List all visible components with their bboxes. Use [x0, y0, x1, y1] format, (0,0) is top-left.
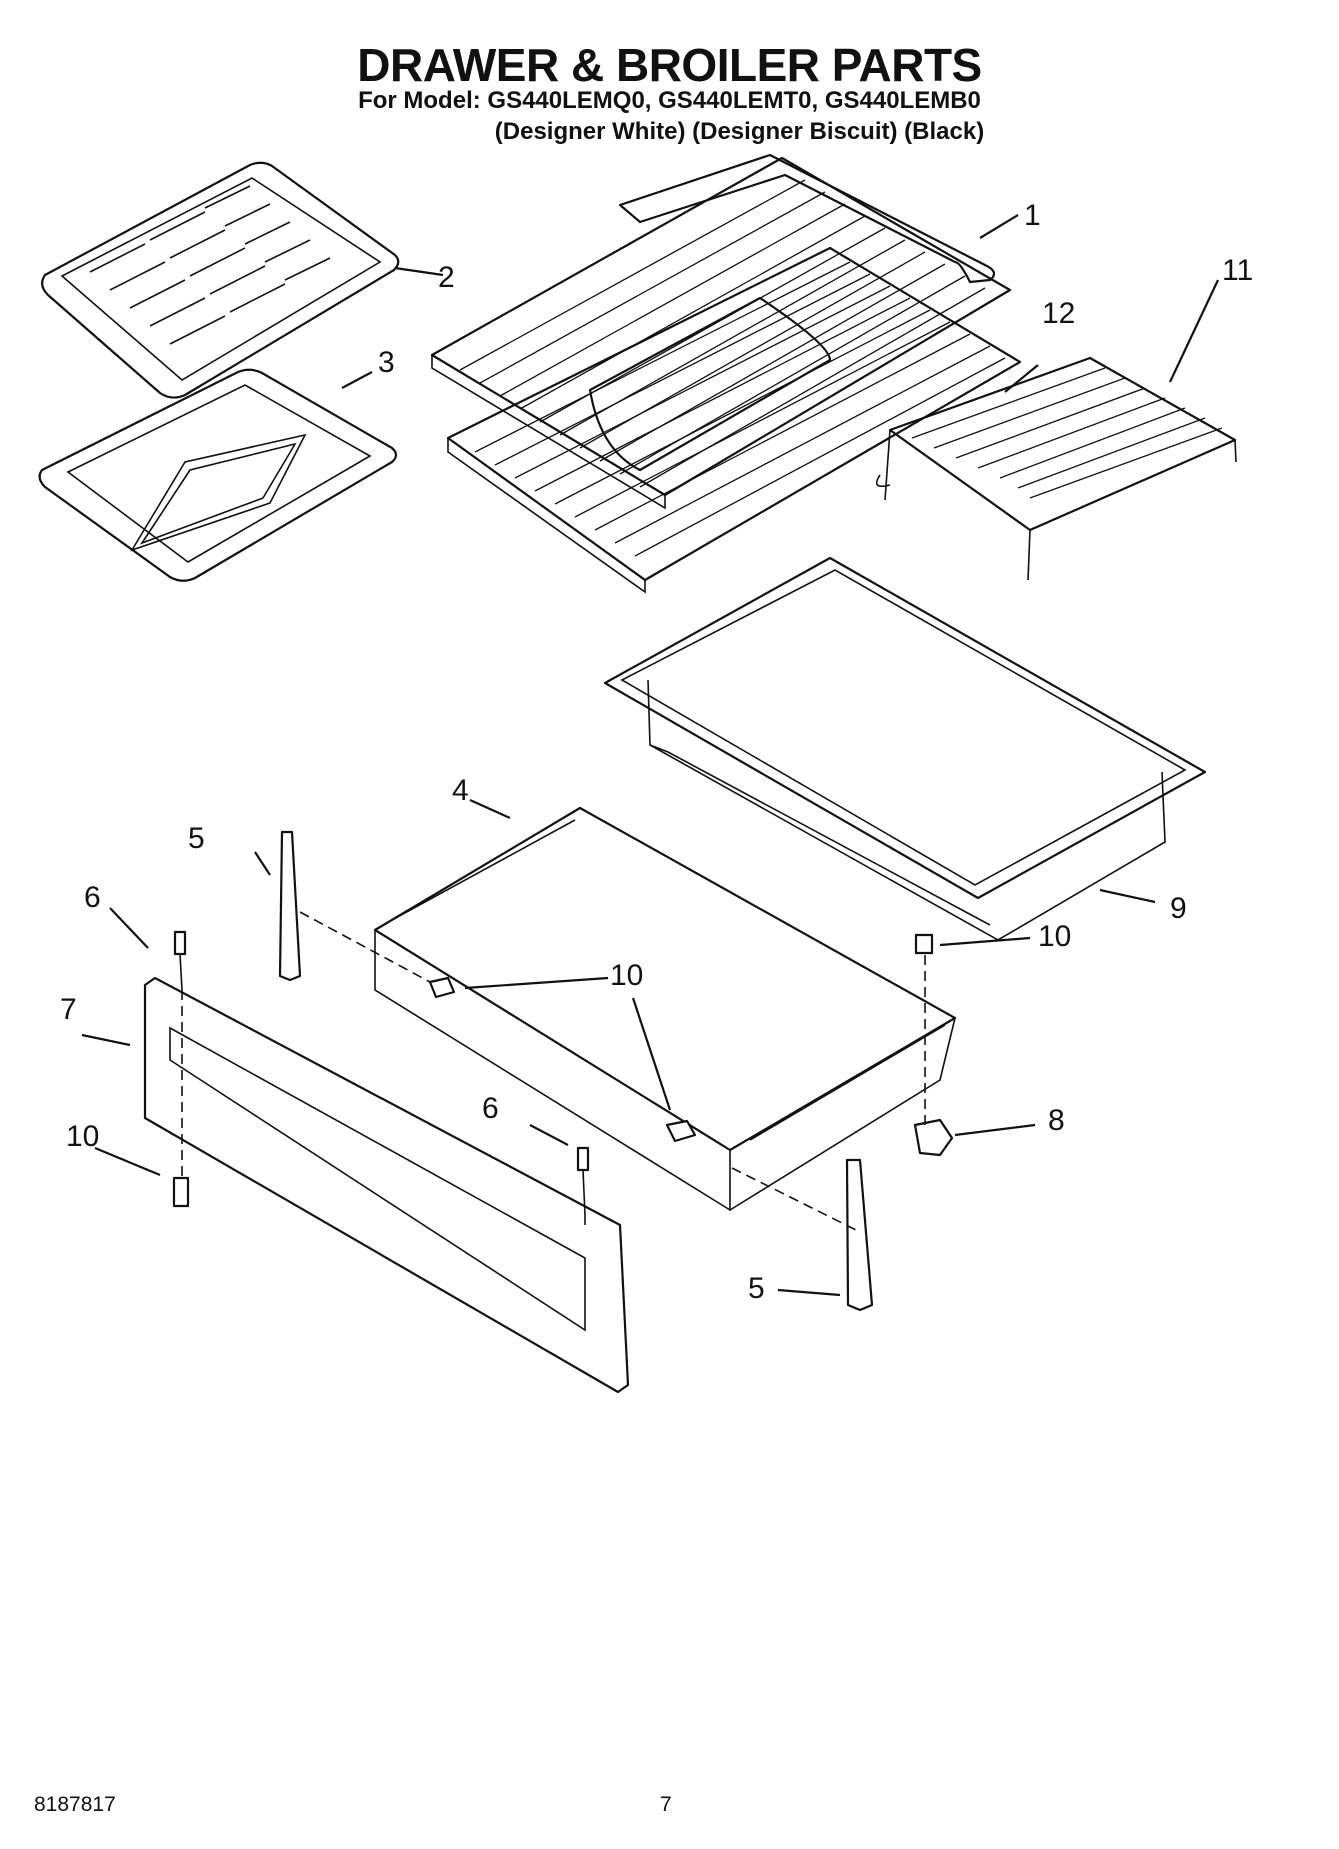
- part-number: 8187817: [34, 1793, 116, 1816]
- stud-left: [173, 930, 187, 991]
- callout-1: 1: [1024, 199, 1041, 232]
- stud-right: [576, 1146, 590, 1216]
- rack-slide-rail: [618, 153, 996, 284]
- callout-4: 4: [452, 774, 469, 807]
- callout-6b: 6: [482, 1092, 499, 1125]
- callout-5a: 5: [188, 822, 205, 855]
- drawer-glide-right: [845, 1158, 874, 1312]
- screw-3: [914, 933, 934, 955]
- callout-12: 12: [1042, 297, 1075, 330]
- screw-2: [665, 1119, 697, 1143]
- callout-2: 2: [438, 261, 455, 294]
- broiler-grid: [41, 161, 400, 399]
- callout-labels: 1 2 3 4 5 5 6 6 7 8 9 10 10 10 11 12: [60, 199, 1253, 1305]
- callout-7: 7: [60, 993, 77, 1026]
- model-numbers: For Model: GS440LEMQ0, GS440LEMT0, GS440…: [358, 87, 981, 114]
- drawer-bracket: [913, 1118, 954, 1157]
- small-rack: [875, 356, 1237, 581]
- callout-10c: 10: [66, 1120, 99, 1153]
- drawer-front-panel: [143, 976, 630, 1394]
- callout-6a: 6: [84, 881, 101, 914]
- model-colors: (Designer White) (Designer Biscuit) (Bla…: [494, 118, 985, 145]
- grid-slots: [89, 185, 331, 345]
- page-title: DRAWER & BROILER PARTS: [357, 39, 982, 91]
- leader-arrows: [81, 214, 1219, 1297]
- callout-3: 3: [378, 346, 395, 379]
- assembly-lines: [181, 911, 926, 1233]
- callout-10b: 10: [610, 959, 643, 992]
- broiler-pan: [38, 368, 398, 582]
- page-number: 7: [660, 1793, 672, 1816]
- broiler-racks: [430, 156, 1022, 594]
- callout-9: 9: [1170, 892, 1187, 925]
- callout-5b: 5: [748, 1272, 765, 1305]
- screw-4: [172, 1176, 190, 1208]
- drawer-body: [373, 806, 957, 1212]
- callout-8: 8: [1048, 1104, 1065, 1137]
- drawer-glide-left: [278, 830, 302, 982]
- screw-1: [428, 976, 456, 999]
- callout-10a: 10: [1038, 920, 1071, 953]
- callout-11: 11: [1222, 254, 1253, 287]
